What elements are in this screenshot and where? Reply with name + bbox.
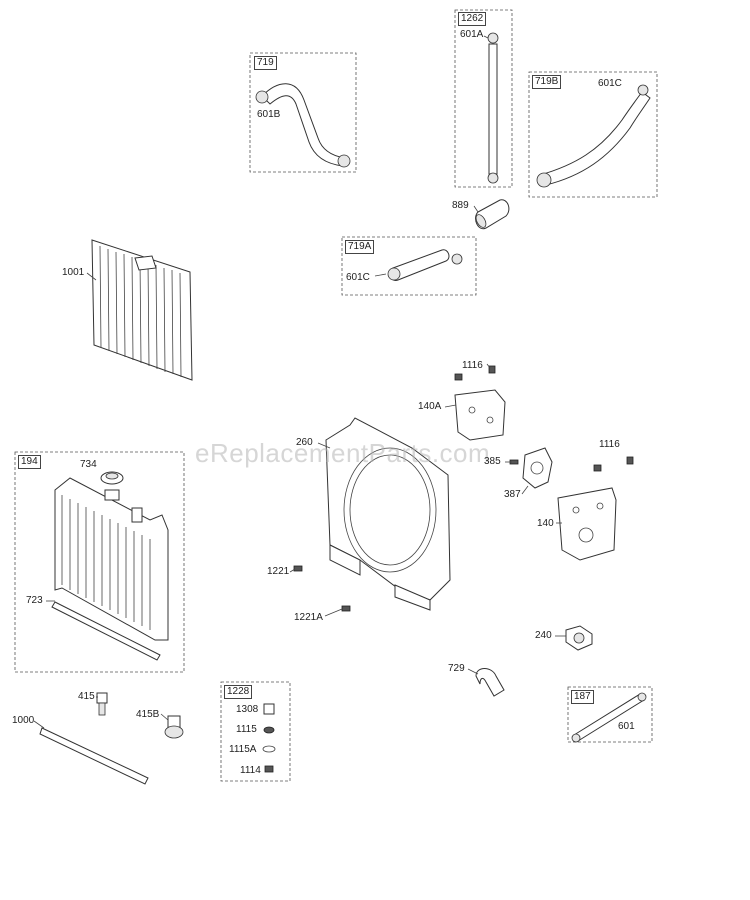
part-label-260: 260 xyxy=(296,437,313,448)
part-label-1114: 1114 xyxy=(240,765,261,776)
kit-box-1262 xyxy=(454,9,513,188)
cap-734 xyxy=(100,471,124,485)
hose-719 xyxy=(255,83,351,168)
bolt-1116-top xyxy=(454,365,496,381)
watermark: eReplacementParts.com xyxy=(195,438,491,468)
part-label-240: 240 xyxy=(535,630,552,641)
part-label-1115: 1115 xyxy=(236,724,257,735)
part-label-1221: 1221 xyxy=(267,566,290,577)
mount-240 xyxy=(565,625,593,651)
kit-box-719b xyxy=(528,71,658,198)
kit-box-194 xyxy=(14,451,185,673)
kit-label-1262: 1262 xyxy=(458,12,487,26)
part-label-1221a: 1221A xyxy=(294,612,323,623)
part-label-723: 723 xyxy=(26,595,43,606)
part-label-140a: 140A xyxy=(418,401,442,412)
kit-label-719b: 719B xyxy=(532,75,562,89)
screw-1221 xyxy=(293,565,351,612)
kit-label-719: 719 xyxy=(254,56,277,70)
shroud-260 xyxy=(325,417,451,611)
kit-label-719a: 719A xyxy=(345,240,375,254)
part-label-415b: 415B xyxy=(136,709,160,720)
part-label-734: 734 xyxy=(80,459,97,470)
kit-label-1228: 1228 xyxy=(224,685,253,699)
bolt-1116-right xyxy=(593,456,634,472)
part-label-601c-top: 601C xyxy=(598,78,622,89)
kit-label-187: 187 xyxy=(571,690,594,704)
screen-1001 xyxy=(91,239,193,381)
part-label-1001: 1001 xyxy=(62,267,85,278)
part-label-1308: 1308 xyxy=(236,704,259,715)
leader-lines xyxy=(33,35,566,729)
part-label-387: 387 xyxy=(504,489,521,500)
part-label-1116-right: 1116 xyxy=(599,439,620,450)
kit-box-719a xyxy=(341,236,477,296)
fitting-889 xyxy=(475,199,510,230)
part-label-140: 140 xyxy=(537,518,554,529)
seal-strip-723 xyxy=(51,601,161,661)
part-label-889: 889 xyxy=(452,200,469,211)
part-label-1115a: 1115A xyxy=(229,744,257,755)
tube-1262 xyxy=(487,32,499,184)
part-label-385: 385 xyxy=(484,456,501,467)
hose-719a xyxy=(387,249,463,281)
clamp-729 xyxy=(475,668,505,697)
kit-label-194: 194 xyxy=(18,455,41,469)
part-label-1116-top: 1116 xyxy=(462,360,483,371)
kit-box-187 xyxy=(567,686,653,743)
part-label-601b: 601B xyxy=(257,109,281,120)
radiator-723 xyxy=(54,477,169,641)
part-label-601c-mid: 601C xyxy=(346,272,370,283)
kit-box-719 xyxy=(249,52,357,173)
plug-415 xyxy=(96,692,108,716)
bar-1000 xyxy=(39,727,149,785)
tube-187 xyxy=(571,692,647,743)
bracket-140a xyxy=(454,389,506,441)
bracket-140 xyxy=(557,487,617,561)
part-label-415: 415 xyxy=(78,691,95,702)
part-label-1000: 1000 xyxy=(12,715,35,726)
hose-719b xyxy=(536,84,651,188)
part-label-729: 729 xyxy=(448,663,465,674)
hardware-1228 xyxy=(262,703,276,773)
part-label-601: 601 xyxy=(618,721,635,732)
part-label-601a: 601A xyxy=(460,29,484,40)
housing-387 xyxy=(509,447,553,489)
kit-box-1228 xyxy=(220,681,291,782)
plug-415b xyxy=(164,715,184,739)
